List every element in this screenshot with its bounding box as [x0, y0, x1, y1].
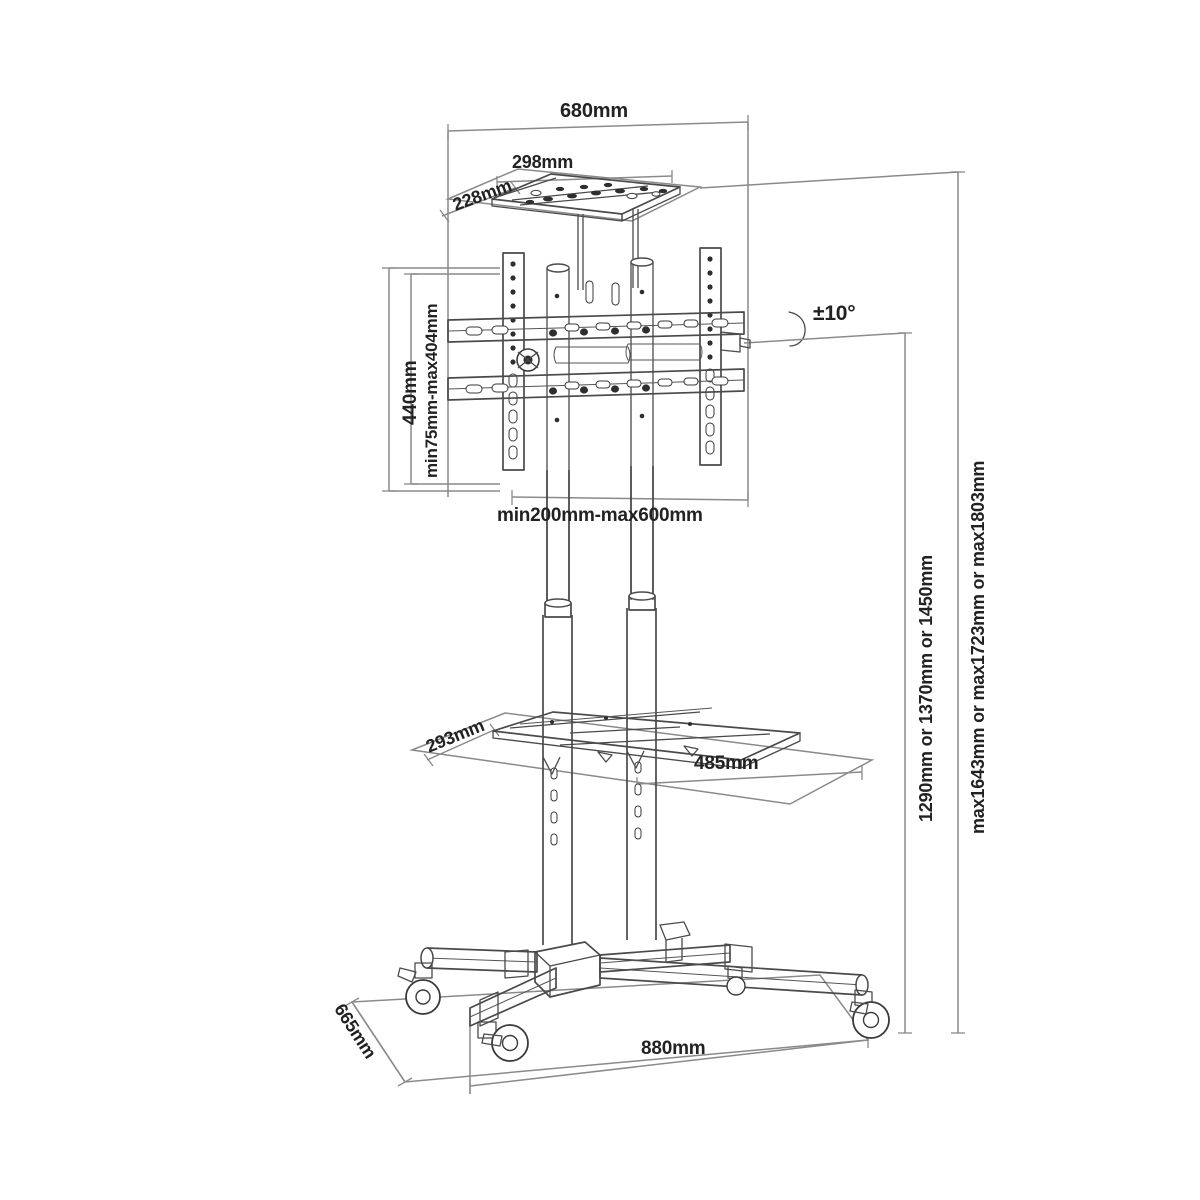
dim-label-mount-height-options: 1290mm or 1370mm or 1450mm [916, 555, 936, 822]
caster-left-rear [397, 962, 441, 1015]
tilt-lock-tab [720, 331, 751, 353]
caster-front-left [477, 1021, 529, 1062]
pole-slot-plates [554, 280, 645, 423]
dim-label-middle-shelf-width: 485mm [694, 753, 759, 774]
bracket-upper-crossbar [447, 311, 745, 343]
middle-av-shelf [492, 707, 801, 775]
dim-label-tilt-angle: ±10° [813, 302, 856, 325]
bracket-right-rail [699, 247, 722, 466]
dim-label-overall-width-top: 680mm [560, 100, 628, 122]
caster-right [849, 989, 890, 1039]
dimension-lines [344, 115, 965, 1094]
top-camera-shelf [445, 168, 703, 290]
dim-label-max-total-height-options: max1643mm or max1723mm or max1803mm [968, 460, 988, 834]
bracket-left-rail [502, 252, 525, 471]
dim-label-bracket-height: 440mm [400, 360, 421, 426]
telescoping-columns [542, 466, 657, 945]
tilt-arc-icon [788, 311, 806, 347]
dim-label-bracket-horizontal-range: min200mm-max600mm [497, 505, 703, 526]
caster-rear-right [726, 965, 746, 996]
base-frame [397, 921, 890, 1062]
bracket-lower-crossbar [447, 368, 745, 401]
tilt-pivot [516, 348, 540, 372]
dim-label-bracket-vertical-range: min75mm-max404mm [422, 303, 441, 478]
dim-label-top-shelf-width: 298mm [512, 152, 574, 172]
dim-label-base-width: 880mm [641, 1038, 706, 1059]
tv-mount-bracket [447, 247, 751, 600]
upper-poles [546, 257, 654, 600]
